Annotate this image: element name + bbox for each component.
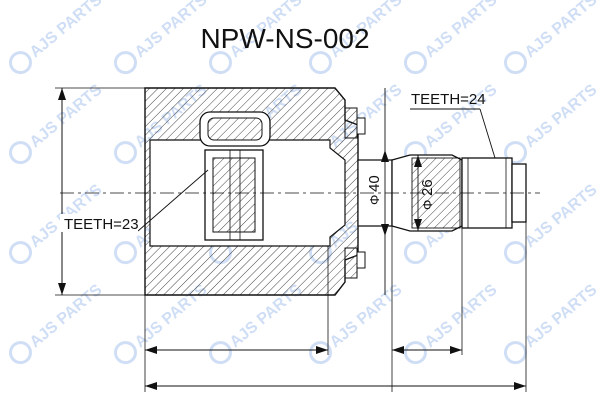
diameter-26-dimension: Φ 26 <box>414 155 436 231</box>
watermark-text: AJS PARTS <box>327 281 406 351</box>
teeth-24-callout: TEETH=24 <box>410 91 496 159</box>
watermark-logo: AJS PARTS <box>403 0 501 75</box>
diameter-26-symbol: Φ <box>420 200 435 210</box>
length-dimensions <box>144 222 527 392</box>
watermark-logo: AJS PARTS <box>503 0 600 75</box>
watermark-text: AJS PARTS <box>422 0 501 61</box>
height-dimension <box>55 87 145 296</box>
watermark-text: AJS PARTS <box>522 281 600 351</box>
teeth-23-label: TEETH=23 <box>64 216 139 233</box>
watermark-logo: AJS PARTS <box>503 81 600 165</box>
watermark-text: AJS PARTS <box>522 0 600 61</box>
watermark-logo: AJS PARTS <box>113 0 211 75</box>
watermark-logo: AJS PARTS <box>503 281 600 365</box>
watermark-text: AJS PARTS <box>27 0 106 61</box>
diameter-40-symbol: Φ <box>367 195 382 205</box>
watermark-logo: AJS PARTS <box>8 0 106 75</box>
watermark-text: AJS PARTS <box>522 81 600 151</box>
watermark-logo: AJS PARTS <box>8 81 106 165</box>
watermark-text: AJS PARTS <box>132 0 211 61</box>
watermark-text: AJS PARTS <box>422 281 501 351</box>
watermark-logo: AJS PARTS <box>8 281 106 365</box>
watermark-text: AJS PARTS <box>27 81 106 151</box>
diameter-40-label: 40 <box>366 175 383 192</box>
part-number-title: NPW-NS-002 <box>200 23 369 54</box>
teeth-24-label: TEETH=24 <box>411 91 486 108</box>
watermark-text: AJS PARTS <box>522 181 600 251</box>
tripod-roller <box>199 111 271 241</box>
watermark-text: AJS PARTS <box>27 281 106 351</box>
diameter-26-label: 26 <box>419 179 436 196</box>
diameter-40-dimension: Φ 40 <box>366 88 389 295</box>
teeth-23-callout: TEETH=23 <box>60 169 209 233</box>
